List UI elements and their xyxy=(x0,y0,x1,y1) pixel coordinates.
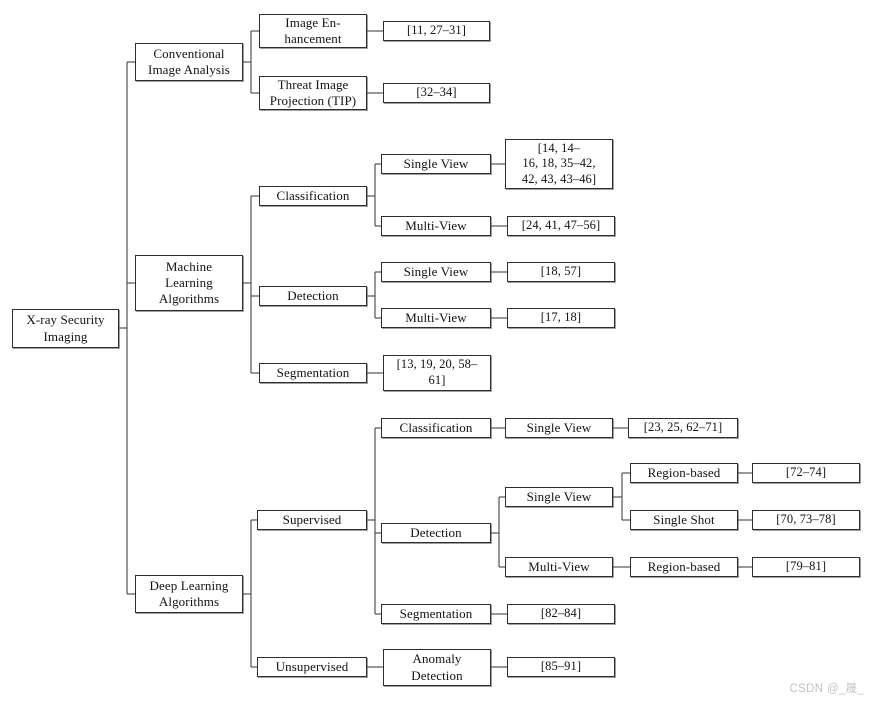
node-image-enhancement: Image En- hancement xyxy=(259,14,367,48)
node-root-xray-security-imaging: X-ray Security Imaging xyxy=(12,309,119,348)
refs-dl-multi-view-region-based: [79–81] xyxy=(752,557,860,577)
node-conventional-image-analysis: Conventional Image Analysis xyxy=(135,43,243,81)
node-dl-detection-multi-view: Multi-View xyxy=(505,557,613,577)
refs-ml-segmentation: [13, 19, 20, 58– 61] xyxy=(383,355,491,391)
refs-dl-anomaly-detection: [85–91] xyxy=(507,657,615,677)
node-ml-detection: Detection xyxy=(259,286,367,306)
refs-dl-single-view-single-shot: [70, 73–78] xyxy=(752,510,860,530)
node-dl-segmentation: Segmentation xyxy=(381,604,491,624)
node-ml-classification-multi-view: Multi-View xyxy=(381,216,491,236)
node-dl-supervised: Supervised xyxy=(257,510,367,530)
refs-ml-classification-single-view: [14, 14– 16, 18, 35–42, 42, 43, 43–46] xyxy=(505,139,613,189)
node-ml-classification-single-view: Single View xyxy=(381,154,491,174)
node-dl-detection: Detection xyxy=(381,523,491,543)
node-ml-segmentation: Segmentation xyxy=(259,363,367,383)
node-machine-learning-algorithms: Machine Learning Algorithms xyxy=(135,255,243,311)
connector-machine-learning-branch xyxy=(243,163,507,374)
refs-threat-image-projection: [32–34] xyxy=(383,83,490,103)
csdn-watermark: CSDN @_晟_ xyxy=(789,683,864,695)
refs-dl-classification-single-view: [23, 25, 62–71] xyxy=(628,418,738,438)
node-dl-multi-view-region-based: Region-based xyxy=(630,557,738,577)
node-dl-classification: Classification xyxy=(381,418,491,438)
node-dl-unsupervised: Unsupervised xyxy=(257,657,367,677)
refs-ml-classification-multi-view: [24, 41, 47–56] xyxy=(507,216,615,236)
node-dl-anomaly-detection: Anomaly Detection xyxy=(383,649,491,686)
connector-root-trunk xyxy=(119,61,135,595)
node-threat-image-projection: Threat Image Projection (TIP) xyxy=(259,76,367,110)
node-ml-classification: Classification xyxy=(259,186,367,206)
node-deep-learning-algorithms: Deep Learning Algorithms xyxy=(135,575,243,613)
node-dl-classification-single-view: Single View xyxy=(505,418,613,438)
node-dl-single-view-region-based: Region-based xyxy=(630,463,738,483)
refs-dl-segmentation: [82–84] xyxy=(507,604,615,624)
node-dl-single-view-single-shot: Single Shot xyxy=(630,510,738,530)
node-dl-detection-single-view: Single View xyxy=(505,487,613,507)
refs-dl-single-view-region-based: [72–74] xyxy=(752,463,860,483)
refs-ml-detection-single-view: [18, 57] xyxy=(507,262,615,282)
node-ml-detection-multi-view: Multi-View xyxy=(381,308,491,328)
node-ml-detection-single-view: Single View xyxy=(381,262,491,282)
connector-deep-learning-branch xyxy=(243,427,752,668)
refs-ml-detection-multi-view: [17, 18] xyxy=(507,308,615,328)
connector-conventional-branch xyxy=(243,30,383,94)
refs-image-enhancement: [11, 27–31] xyxy=(383,21,490,41)
